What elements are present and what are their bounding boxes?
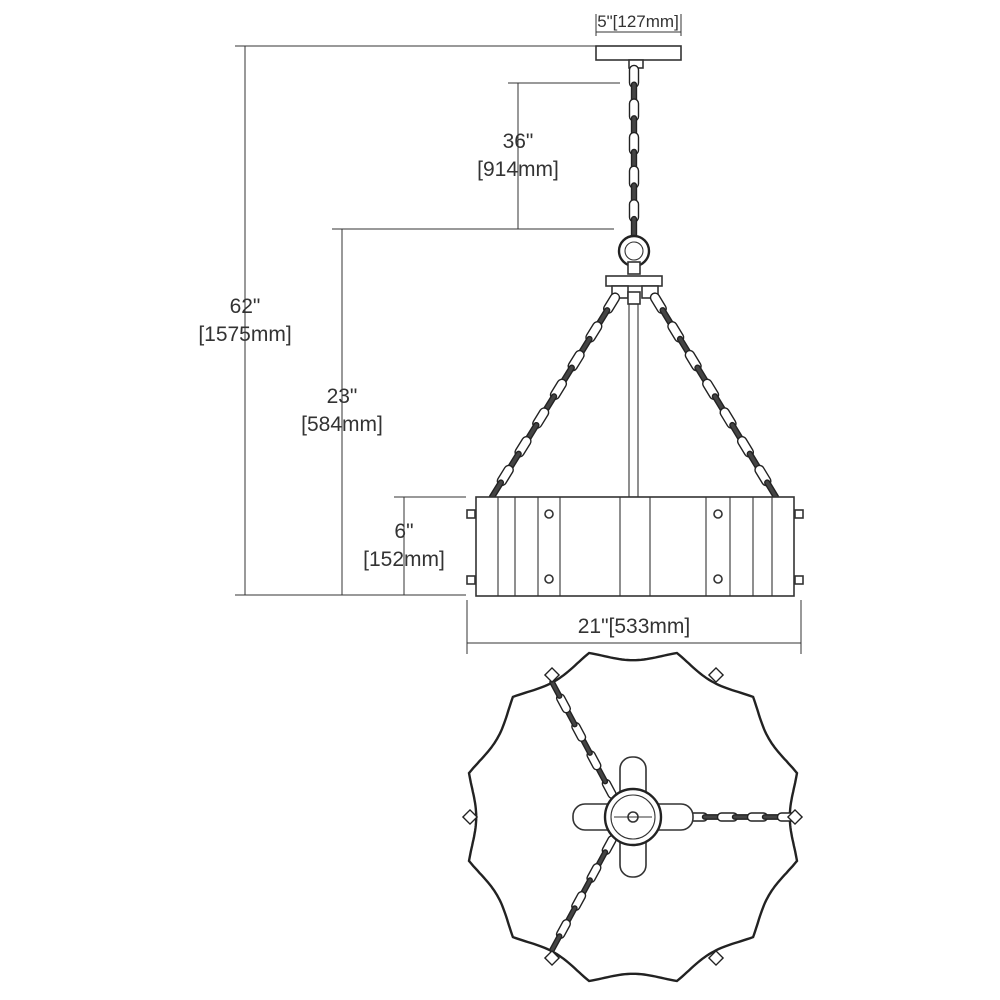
rim-clip — [707, 949, 725, 967]
shade-side-clips — [466, 509, 804, 585]
cluster-plate — [605, 275, 663, 287]
shade-rivets — [544, 509, 723, 584]
shade-height-inch-label: 6" — [394, 520, 413, 543]
rim-clip — [461, 808, 479, 826]
side-view — [466, 45, 804, 597]
top-view-clips — [461, 666, 804, 967]
loop-collar — [627, 261, 641, 275]
support-chain-right — [649, 292, 780, 501]
chain-length-mm-label: [914mm] — [477, 158, 559, 181]
top-view — [461, 651, 804, 983]
hub-plate-inner — [610, 794, 656, 840]
dimension-lines — [235, 14, 802, 654]
dimension-labels: 5"[127mm] 36" [914mm] 62" [1575mm] 23" [… — [198, 12, 690, 638]
chain-length-inch-label: 36" — [503, 130, 534, 153]
support-chain-left — [488, 292, 621, 501]
shade-slats — [497, 497, 773, 596]
rim-clip — [786, 808, 804, 826]
rim-clip — [707, 666, 725, 684]
hanging-chain — [628, 64, 640, 240]
rim-clip — [543, 666, 561, 684]
ceiling-canopy — [595, 45, 682, 61]
overall-height-inch-label: 62" — [230, 295, 261, 318]
canopy-width-label: 5"[127mm] — [597, 12, 679, 31]
center-stem-cap — [627, 291, 641, 305]
shade-width-label: 21"[533mm] — [578, 615, 691, 638]
fixture-height-mm-label: [584mm] — [301, 413, 383, 436]
fixture-height-inch-label: 23" — [327, 385, 358, 408]
center-stem — [628, 303, 639, 498]
loop-ring-inner — [624, 241, 644, 261]
shade-height-mm-label: [152mm] — [363, 548, 445, 571]
rim-clip — [543, 949, 561, 967]
shade-band — [475, 496, 795, 597]
overall-height-mm-label: [1575mm] — [198, 323, 291, 346]
